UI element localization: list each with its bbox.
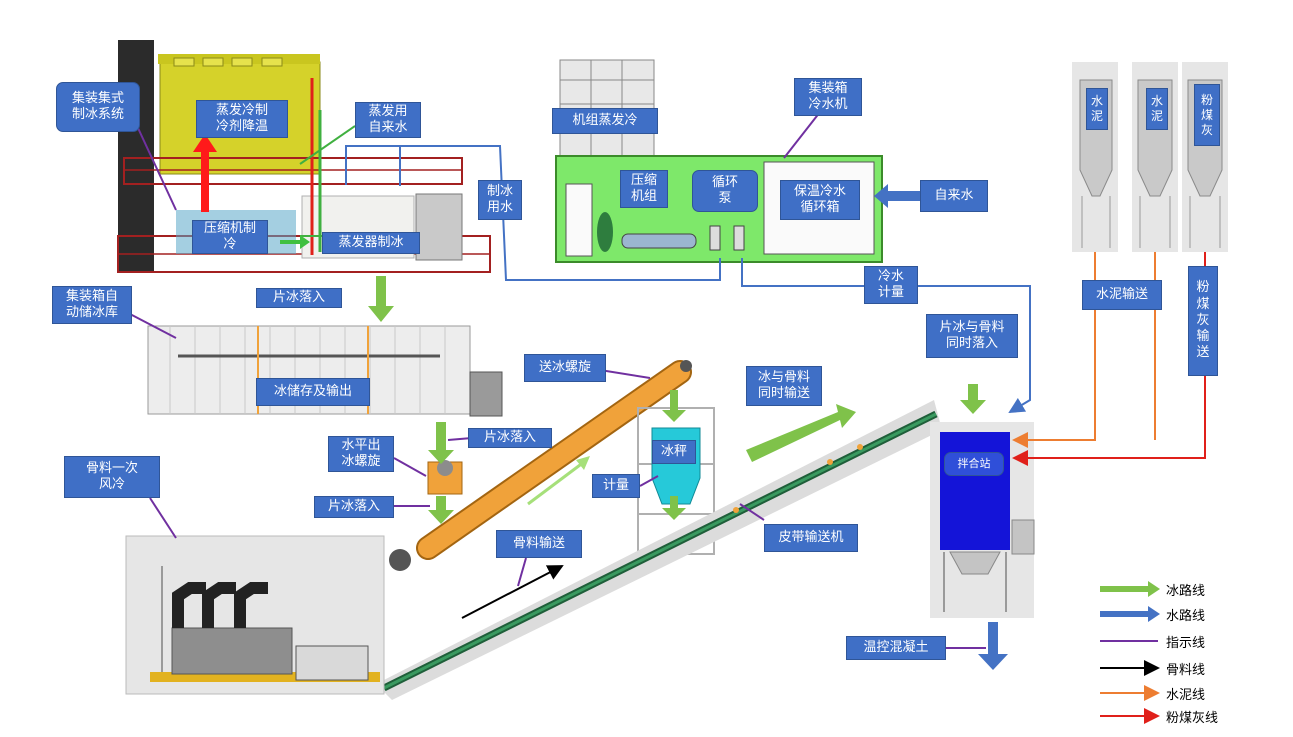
legend-flyash: 粉煤灰线 xyxy=(1166,711,1219,726)
ice-maker-illustration xyxy=(117,40,491,273)
label-agg-cooling: 骨料一次 风冷 xyxy=(64,456,160,498)
silos-illustration xyxy=(1072,62,1228,252)
label-flake-agg-fall: 片冰与骨料 同时落入 xyxy=(926,314,1018,358)
tap-water-arrow xyxy=(874,184,920,208)
legend-aggregate: 骨料线 xyxy=(1166,663,1206,678)
refrigerant-up-arrow xyxy=(193,134,217,212)
belt-conveyor-illustration xyxy=(376,400,942,700)
legend-ice-route: 冰路线 xyxy=(1166,584,1206,599)
label-silo-cement-1: 水 泥 xyxy=(1086,88,1108,130)
label-ice-auger: 送冰螺旋 xyxy=(524,354,606,382)
label-container-store: 集装箱自 动储冰库 xyxy=(52,286,132,324)
ice-storage-illustration xyxy=(147,325,503,417)
label-container-chiller: 集装箱 冷水机 xyxy=(794,78,862,116)
label-flyash-convey: 粉 煤 灰 输 送 xyxy=(1188,266,1218,376)
ice-convey-arrow-1 xyxy=(527,460,585,506)
legend-cement: 水泥线 xyxy=(1166,688,1206,703)
label-flake-fall-2: 片冰落入 xyxy=(468,428,552,448)
horizontal-auger-illustration xyxy=(427,460,463,495)
label-tap-water: 自来水 xyxy=(920,180,988,212)
label-evap-refrigerant: 蒸发冷制 冷剂降温 xyxy=(196,100,288,138)
concrete-out-arrow xyxy=(978,622,1008,670)
label-metering: 计量 xyxy=(592,474,640,498)
legend-indicator: 指示线 xyxy=(1166,636,1206,651)
label-evaporator-ice: 蒸发器制冰 xyxy=(322,232,420,254)
ice-convey-arrow-1-head xyxy=(576,456,590,470)
legend-water-route: 水路线 xyxy=(1166,609,1206,624)
label-ice-system: 集装集式 制冰系统 xyxy=(56,82,140,132)
ice-route-arrows xyxy=(368,276,986,524)
label-silo-cement-2: 水 泥 xyxy=(1146,88,1168,130)
label-ice-storage: 冰储存及输出 xyxy=(256,378,370,406)
label-insulated-tank: 保温冷水 循环箱 xyxy=(780,180,860,220)
evap-water-line xyxy=(299,125,356,165)
label-horizontal-auger: 水平出 冰螺旋 xyxy=(328,436,394,472)
label-circ-pump: 循环 泵 xyxy=(692,170,758,212)
label-cold-water-meter: 冷水 计量 xyxy=(864,266,918,304)
label-flake-fall-3: 片冰落入 xyxy=(314,496,394,518)
green-arrow-ice-maker xyxy=(280,235,310,249)
label-comp-unit: 压缩 机组 xyxy=(620,170,668,208)
label-compressor: 压缩机制 冷 xyxy=(192,220,268,254)
legend-graphics xyxy=(1100,581,1160,724)
aggregate-cooling-illustration xyxy=(125,535,385,695)
ice-auger-illustration xyxy=(389,360,692,571)
label-flake-fall-1: 片冰落入 xyxy=(256,288,342,308)
label-mixing-station: 拌合站 xyxy=(944,452,1004,476)
indicator-lines xyxy=(129,111,986,649)
label-agg-convey: 骨料输送 xyxy=(496,530,582,558)
label-ice-scale: 冰秤 xyxy=(652,440,696,464)
label-ice-water: 制冰 用水 xyxy=(478,180,522,220)
label-cement-convey: 水泥输送 xyxy=(1082,280,1162,310)
label-evap-tap-water: 蒸发用 自来水 xyxy=(355,102,421,138)
label-belt-conveyor: 皮带输送机 xyxy=(764,524,858,552)
label-silo-flyash: 粉 煤 灰 xyxy=(1194,84,1220,146)
aggregate-route-line xyxy=(461,565,564,619)
label-temp-concrete: 温控混凝土 xyxy=(846,636,946,660)
ice-agg-big-arrow xyxy=(746,404,856,462)
label-unit-evap: 机组蒸发冷 xyxy=(552,108,658,134)
label-ice-agg-convey: 冰与骨料 同时输送 xyxy=(746,366,822,406)
